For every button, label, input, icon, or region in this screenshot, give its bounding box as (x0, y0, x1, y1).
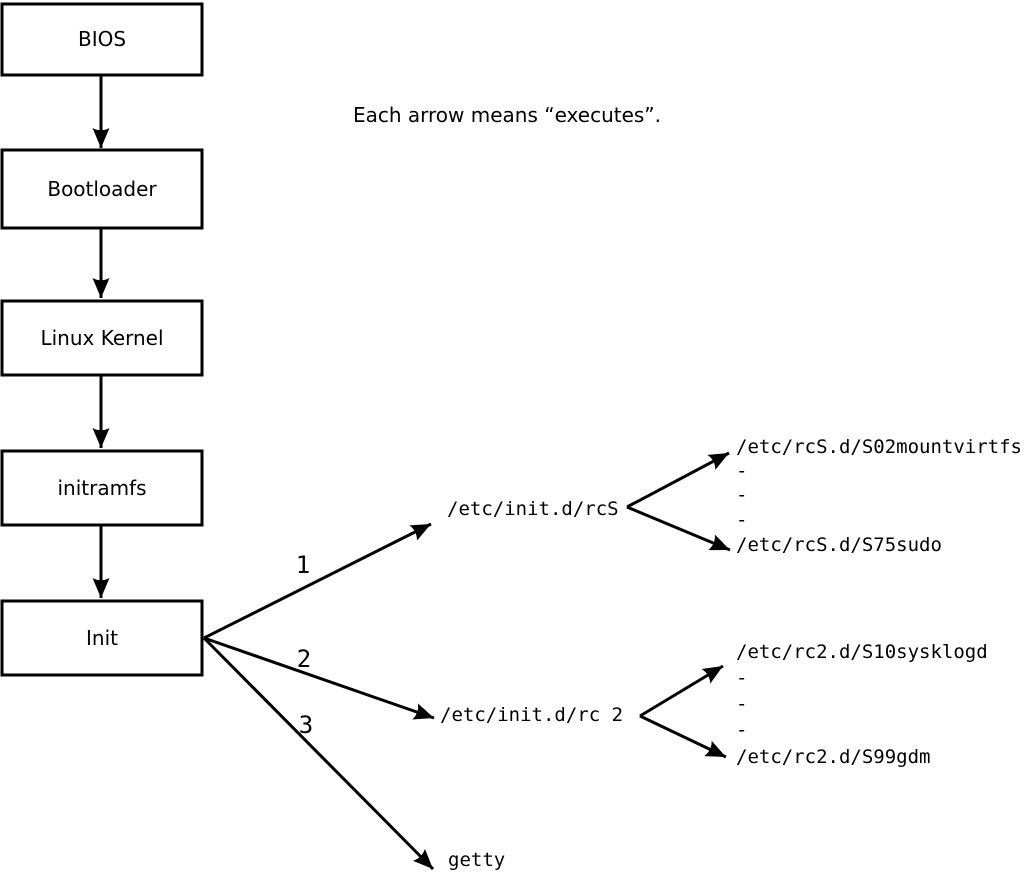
arrow-init-to-rc2 (203, 636, 435, 720)
bootloader-box (0, 148, 204, 230)
edge-order-1: 1 (296, 551, 310, 579)
arrow-rc2-to-S10sysklogd (639, 664, 724, 718)
edge-order-2: 2 (297, 645, 311, 673)
bios-box (0, 2, 204, 77)
rcS-node-label: /etc/init.d/rcS (447, 498, 619, 520)
arrow-rc2-to-S99gdm (639, 714, 727, 759)
arrow-rcS-to-S75sudo (626, 505, 731, 552)
rcS-script-last-label: /etc/rcS.d/S75sudo (736, 534, 942, 556)
getty-node-label: getty (448, 849, 505, 871)
rcS-script-gap-3: - (736, 509, 747, 531)
arrow-rcS-to-S02mountvirtfs (626, 451, 730, 509)
linux-kernel-label: Linux Kernel (40, 326, 163, 350)
bootloader-label: Bootloader (47, 177, 157, 201)
rcS-script-first-label: /etc/rcS.d/S02mountvirtfs (736, 436, 1022, 458)
rc2-script-gap-1: - (736, 667, 747, 689)
legend-text: Each arrow means “executes”. (353, 103, 661, 127)
init-box (0, 599, 204, 677)
edge-order-3: 3 (299, 711, 313, 739)
rcS-script-gap-2: - (736, 484, 747, 506)
arrow-init-to-getty (202, 636, 435, 871)
initramfs-box (0, 449, 204, 527)
rcS-script-gap-1: - (736, 460, 747, 482)
rc2-script-first-label: /etc/rc2.d/S10sysklogd (736, 641, 988, 663)
rc2-script-last-label: /etc/rc2.d/S99gdm (736, 746, 930, 768)
rc2-node-label: /etc/init.d/rc 2 (440, 704, 623, 726)
rc2-script-gap-2: - (736, 693, 747, 715)
arrow-init-to-rcS (203, 522, 432, 640)
bios-label: BIOS (78, 27, 126, 51)
rc2-script-gap-3: - (736, 719, 747, 741)
initramfs-label: initramfs (57, 476, 146, 500)
init-label: Init (86, 626, 118, 650)
